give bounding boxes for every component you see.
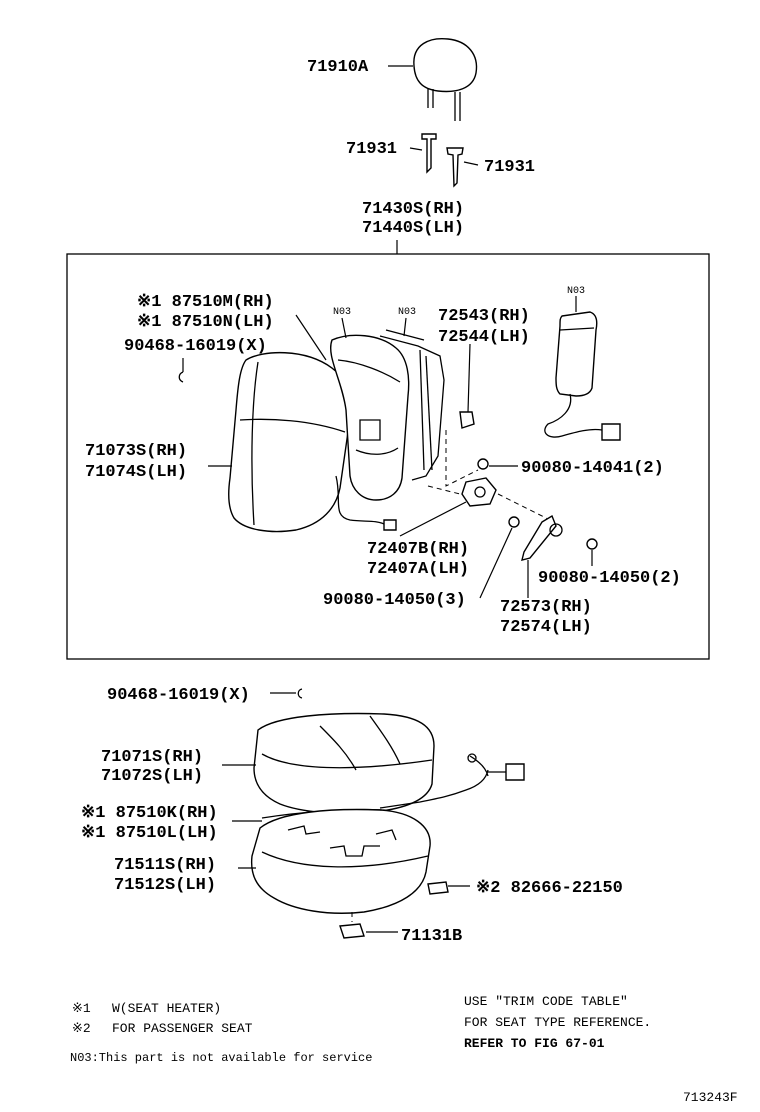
ref-line-3: REFER TO FIG 67-01 bbox=[464, 1036, 605, 1051]
label-hog-ring-upper: 90468-16019(X) bbox=[124, 337, 267, 356]
label-cushion-cover-lh: 71072S(LH) bbox=[101, 767, 203, 786]
label-adjuster-rh: 72407B(RH) bbox=[367, 540, 469, 559]
label-back-cover-rh: 71073S(RH) bbox=[85, 442, 187, 461]
label-hog-ring-lower: 90468-16019(X) bbox=[107, 686, 250, 705]
label-shield: 71131B bbox=[401, 927, 462, 946]
n03-note: N03:This part is not available for servi… bbox=[70, 1051, 372, 1065]
headrest-drawing bbox=[413, 37, 478, 121]
clip-drawing bbox=[427, 881, 449, 895]
label-lever-rh: 72573(RH) bbox=[500, 598, 592, 617]
label-back-heater-rh: ※1 87510M(RH) bbox=[137, 293, 274, 312]
figure-id: 713243F bbox=[683, 1090, 738, 1105]
label-cushion-heater-lh: ※1 87510L(LH) bbox=[81, 824, 218, 843]
adjuster-drawing bbox=[461, 477, 497, 507]
recliner-cover-drawing bbox=[459, 411, 475, 429]
label-guide-right: 71931 bbox=[484, 158, 535, 177]
label-lever-lh: 72574(LH) bbox=[500, 618, 592, 637]
label-cushion-pad-lh: 71512S(LH) bbox=[114, 876, 216, 895]
label-recliner-cover-rh: 72543(RH) bbox=[438, 307, 530, 326]
label-bolt-2: 90080-14041(2) bbox=[521, 459, 664, 478]
bolt-icon bbox=[477, 458, 489, 470]
note2-text: FOR PASSENGER SEAT bbox=[112, 1021, 253, 1036]
label-bolt-3: 90080-14050(3) bbox=[323, 591, 466, 610]
label-clip: ※2 82666-22150 bbox=[476, 879, 623, 898]
label-back-assy-rh: 71430S(RH) bbox=[362, 200, 464, 219]
lever-drawing bbox=[521, 514, 557, 561]
label-recliner-cover-lh: 72544(LH) bbox=[438, 328, 530, 347]
cushion-pad-drawing bbox=[250, 808, 431, 914]
note1-mark: ※1 bbox=[72, 1001, 91, 1016]
label-headrest: 71910A bbox=[307, 58, 369, 77]
seatback-frame-drawing bbox=[379, 329, 445, 481]
hog-ring-icon bbox=[178, 371, 184, 383]
label-n03-b: N03 bbox=[398, 307, 416, 318]
ref-line-2: FOR SEAT TYPE REFERENCE. bbox=[464, 1015, 651, 1030]
label-adjuster-lh: 72407A(LH) bbox=[367, 560, 469, 579]
shield-drawing bbox=[339, 923, 365, 939]
side-airbag-drawing bbox=[544, 311, 621, 441]
note1-text: W(SEAT HEATER) bbox=[112, 1001, 221, 1016]
label-bolt-2b: 90080-14050(2) bbox=[538, 569, 681, 588]
label-guide-left: 71931 bbox=[346, 140, 397, 159]
ref-line-1: USE "TRIM CODE TABLE" bbox=[464, 994, 628, 1009]
label-n03-c: N03 bbox=[567, 286, 585, 297]
label-back-cover-lh: 71074S(LH) bbox=[85, 463, 187, 482]
hog-ring-lower-icon bbox=[297, 688, 303, 699]
label-cushion-cover-rh: 71071S(RH) bbox=[101, 748, 203, 767]
label-n03-a: N03 bbox=[333, 307, 351, 318]
label-cushion-heater-rh: ※1 87510K(RH) bbox=[81, 804, 218, 823]
label-back-assy-lh: 71440S(LH) bbox=[362, 219, 464, 238]
seatback-cover-drawing bbox=[228, 352, 352, 533]
seatback-pad-drawing bbox=[330, 334, 410, 501]
label-cushion-pad-rh: 71511S(RH) bbox=[114, 856, 216, 875]
seat-back-group-frame bbox=[66, 253, 710, 660]
headrest-guides-drawing bbox=[421, 133, 464, 188]
cushion-cover-drawing bbox=[253, 712, 435, 815]
label-back-heater-lh: ※1 87510N(LH) bbox=[137, 313, 274, 332]
note2-mark: ※2 bbox=[72, 1021, 91, 1036]
